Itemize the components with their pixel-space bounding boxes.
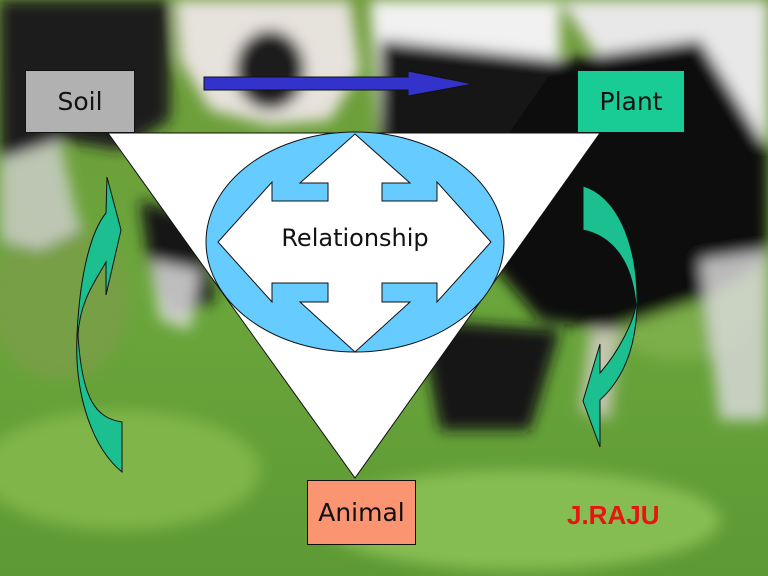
- animal-label: Animal: [318, 498, 405, 527]
- soil-label: Soil: [57, 87, 103, 116]
- soil-node: Soil: [25, 70, 135, 133]
- plant-label: Plant: [599, 87, 663, 116]
- curved-arrow-up-icon: [76, 176, 123, 474]
- animal-node: Animal: [307, 480, 416, 545]
- curved-arrow-down-icon: [582, 185, 638, 448]
- author-credit: J.RAJU: [567, 500, 660, 530]
- arrow-right-icon: [203, 70, 474, 97]
- plant-node: Plant: [577, 70, 685, 133]
- relationship-label: Relationship: [281, 224, 429, 252]
- four-way-arrow-icon: [217, 133, 492, 353]
